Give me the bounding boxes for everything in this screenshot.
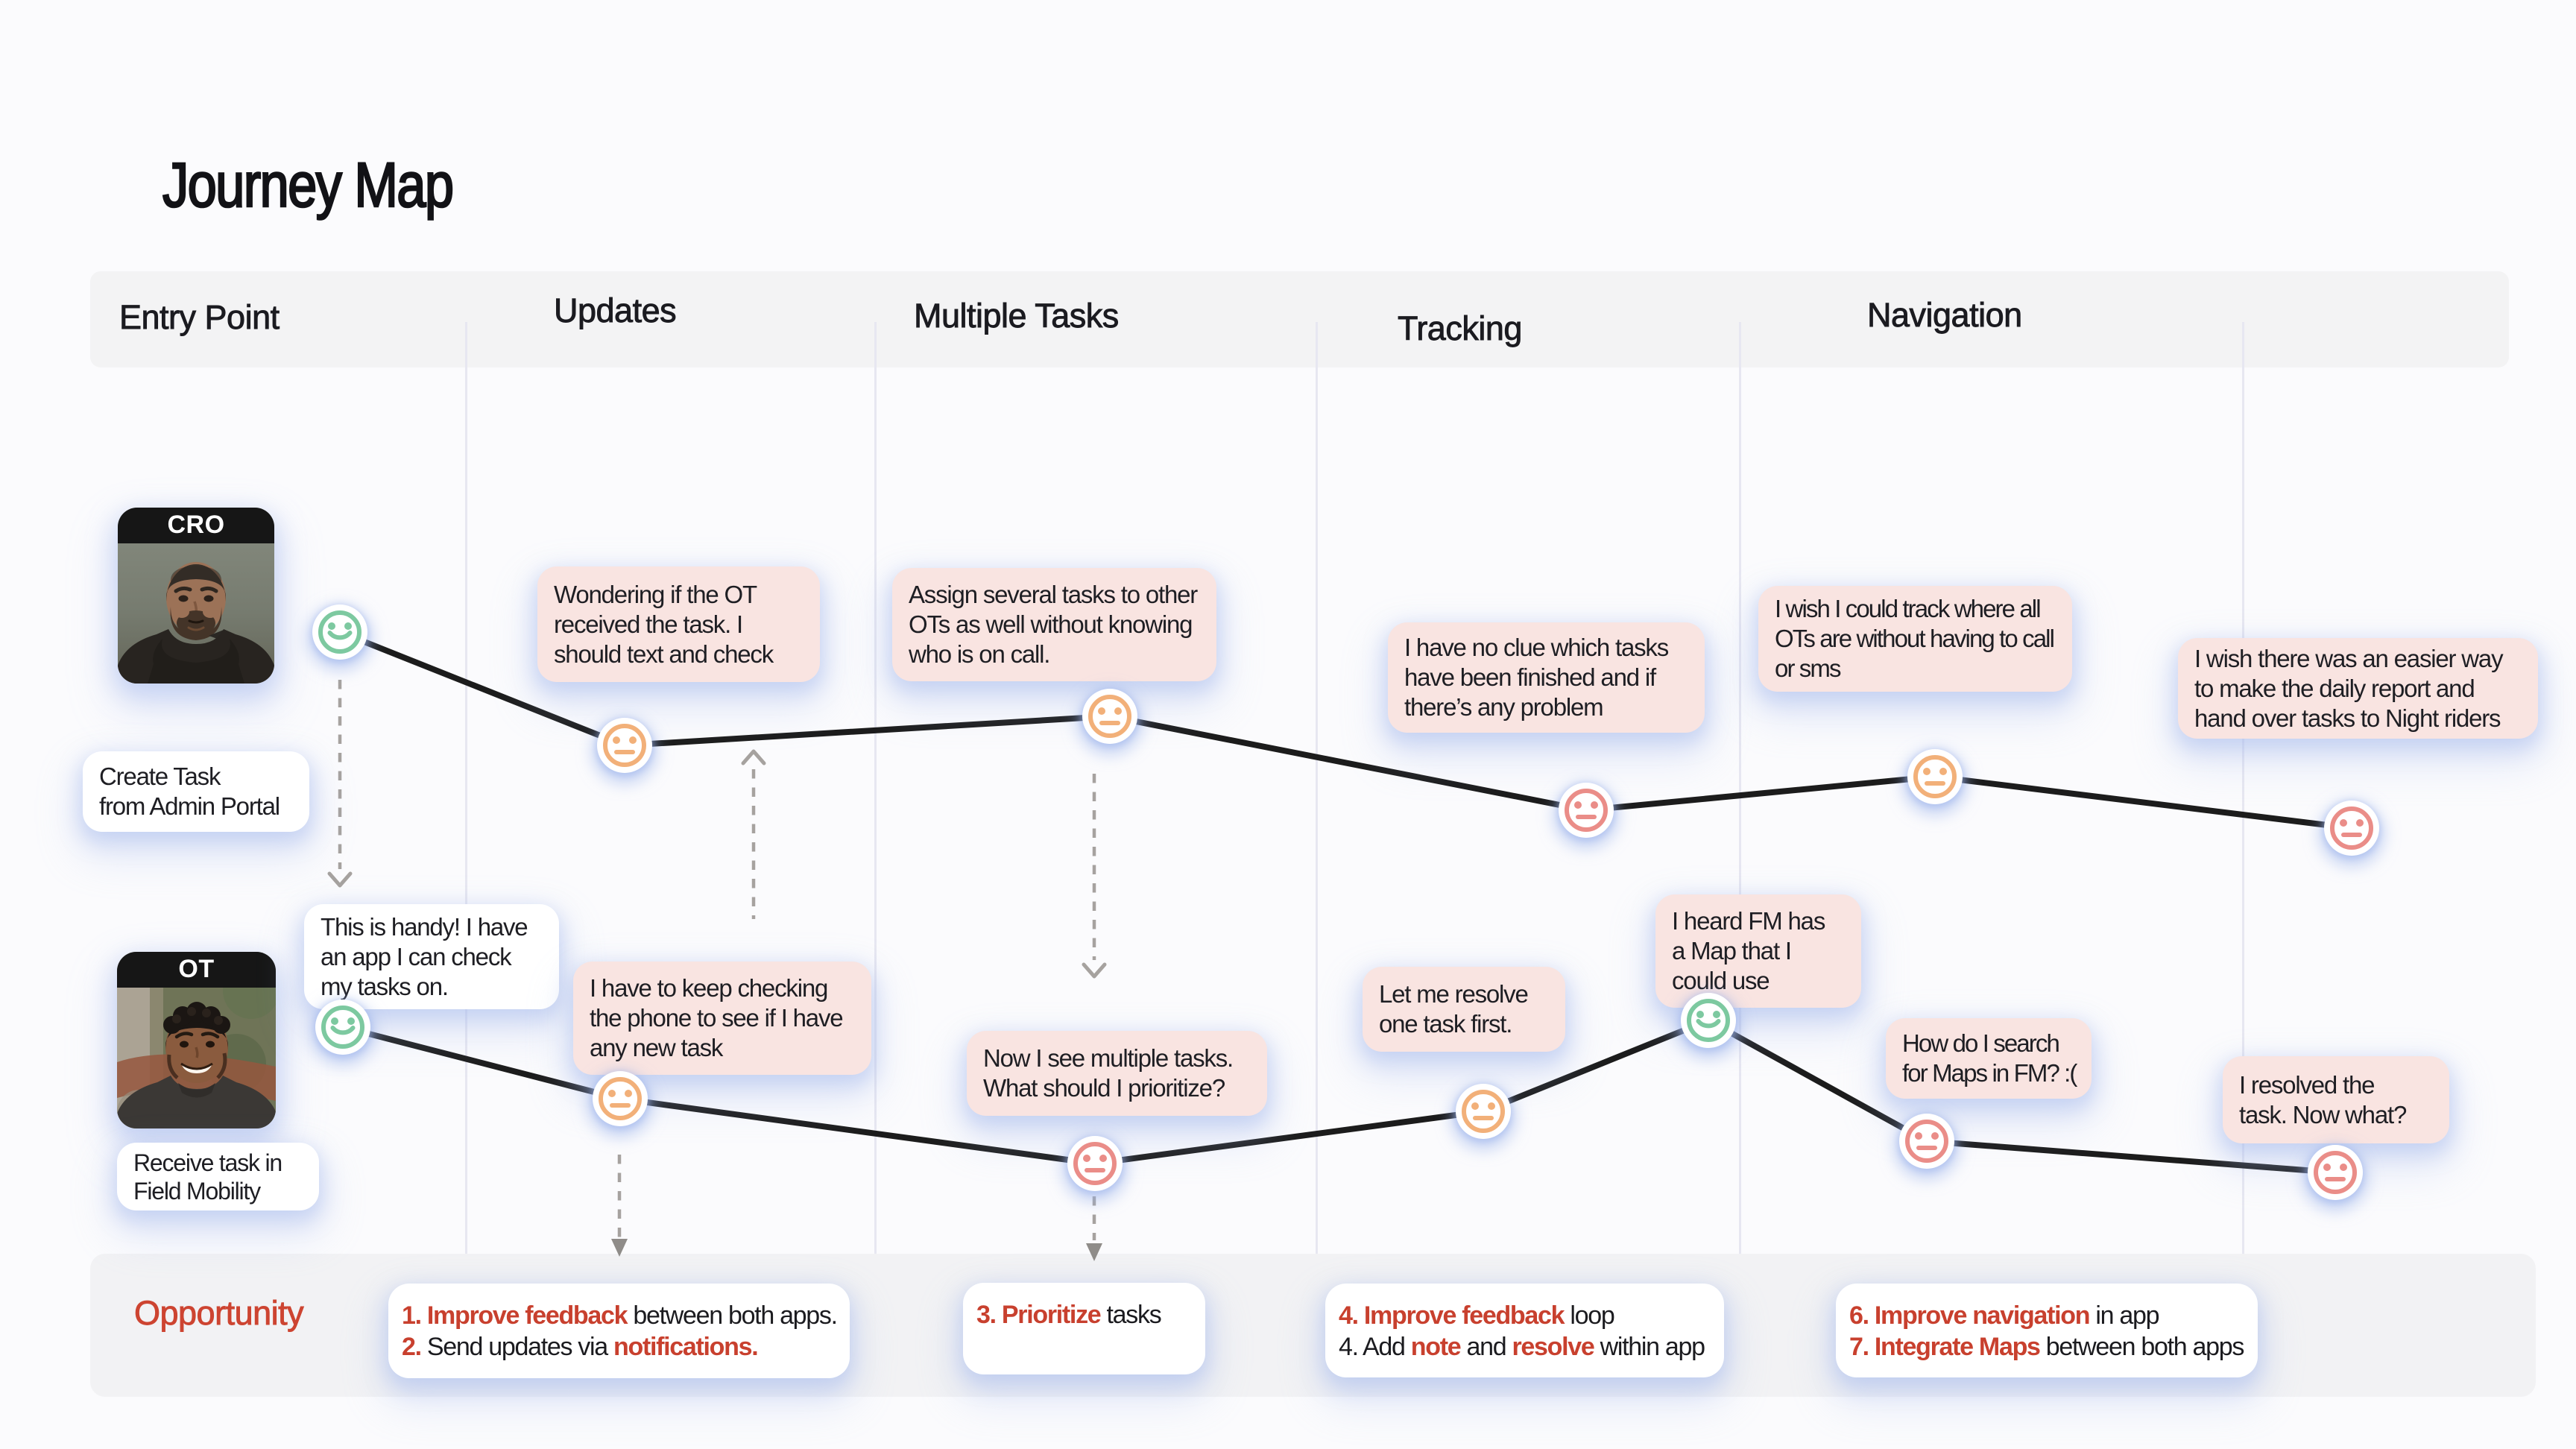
arrowhead-chevron: [1082, 962, 1107, 979]
step-bubble-receive-task: Receive task in Field Mobility: [117, 1143, 319, 1210]
mood-face-bad: [2324, 801, 2379, 856]
column-divider: [465, 322, 467, 1254]
mood-face-bad: [1067, 1136, 1123, 1191]
opportunity-line: 7. Integrate Maps between both apps: [1849, 1333, 2244, 1361]
speech-bubble-ot-search-maps: How do I search for Maps in FM? :(: [1886, 1018, 2092, 1099]
mood-face-bad: [1559, 783, 1614, 838]
opportunity-line: 2. Send updates via notifications.: [402, 1333, 759, 1361]
column-divider: [874, 322, 877, 1254]
speech-bubble-cro-multiple-tasks: Assign several tasks to other OTs as wel…: [892, 568, 1216, 681]
mood-face-neutral: [1456, 1084, 1511, 1139]
speech-bubble-cro-navigation: I wish I could track where all OTs are w…: [1758, 586, 2072, 692]
step-bubble-create-task: Create Task from Admin Portal: [83, 751, 309, 832]
opportunity-line: 6. Improve navigation in app: [1849, 1301, 2160, 1330]
phase-label-updates: Updates: [554, 291, 678, 330]
column-divider: [1316, 322, 1318, 1254]
page-title: Journey Map: [162, 149, 455, 221]
arrowhead-chevron: [741, 749, 766, 765]
speech-bubble-cro-tracking: I have no clue which tasks have been fin…: [1388, 622, 1705, 733]
opportunity-item-feedback-notifications: 1. Improve feedback between both apps. 2.…: [388, 1284, 850, 1378]
column-divider: [1739, 322, 1741, 1254]
opportunity-line: 1. Improve feedback between both apps.: [402, 1301, 838, 1330]
mood-face-neutral: [1082, 689, 1137, 744]
opportunity-line: 4. Add note and resolve within app: [1339, 1333, 1705, 1361]
persona-card-cro: CRO: [118, 508, 274, 684]
phase-label-tracking: Tracking: [1398, 309, 1523, 348]
speech-bubble-cro-daily-report: I wish there was an easier way to make t…: [2178, 638, 2538, 739]
phase-label-navigation: Navigation: [1867, 296, 2023, 335]
arrowhead-triangle: [1086, 1243, 1102, 1261]
speech-bubble-cro-updates: Wondering if the OT received the task. I…: [537, 566, 820, 682]
column-divider: [2242, 322, 2244, 1254]
phase-header-band: [90, 271, 2509, 367]
speech-bubble-ot-fm-map: I heard FM has a Map that I could use: [1655, 894, 1861, 1008]
mood-face-neutral: [597, 718, 652, 773]
mood-face-bad: [2308, 1145, 2363, 1200]
journey-line-cro: [337, 629, 2355, 831]
opportunity-item-prioritize: 3. Prioritize tasks: [963, 1283, 1205, 1374]
speech-bubble-ot-entry: This is handy! I have an app I can check…: [304, 904, 559, 1009]
speech-bubble-ot-tracking: Let me resolve one task first.: [1363, 967, 1565, 1052]
opportunity-item-feedback-loop: 4. Improve feedback loop 4. Add note and …: [1325, 1284, 1724, 1377]
mood-face-happy: [315, 1000, 370, 1055]
mood-face-neutral: [1907, 749, 1963, 804]
speech-bubble-ot-updates: I have to keep checking the phone to see…: [573, 962, 871, 1075]
mood-face-happy: [1681, 993, 1736, 1048]
opportunity-item-navigation-maps: 6. Improve navigation in app 7. Integrate…: [1836, 1284, 2258, 1377]
mood-face-neutral: [593, 1071, 648, 1126]
persona-card-ot: OT: [117, 952, 276, 1128]
arrowhead-triangle: [611, 1239, 628, 1257]
mood-face-bad: [1899, 1114, 1954, 1169]
arrowhead-chevron: [327, 871, 353, 888]
speech-bubble-ot-resolved: I resolved the task. Now what?: [2223, 1056, 2449, 1143]
phase-label-multiple-tasks: Multiple Tasks: [914, 297, 1120, 335]
persona-label-cro: CRO: [118, 508, 274, 543]
opportunity-line: 3. Prioritize tasks: [976, 1301, 1162, 1329]
opportunity-label: Opportunity: [134, 1294, 305, 1333]
speech-bubble-ot-multiple-tasks: Now I see multiple tasks. What should I …: [967, 1031, 1267, 1116]
persona-label-ot: OT: [117, 952, 276, 988]
mood-face-happy: [312, 604, 367, 660]
opportunity-line: 4. Improve feedback loop: [1339, 1301, 1615, 1330]
phase-label-entry-point: Entry Point: [119, 298, 280, 337]
